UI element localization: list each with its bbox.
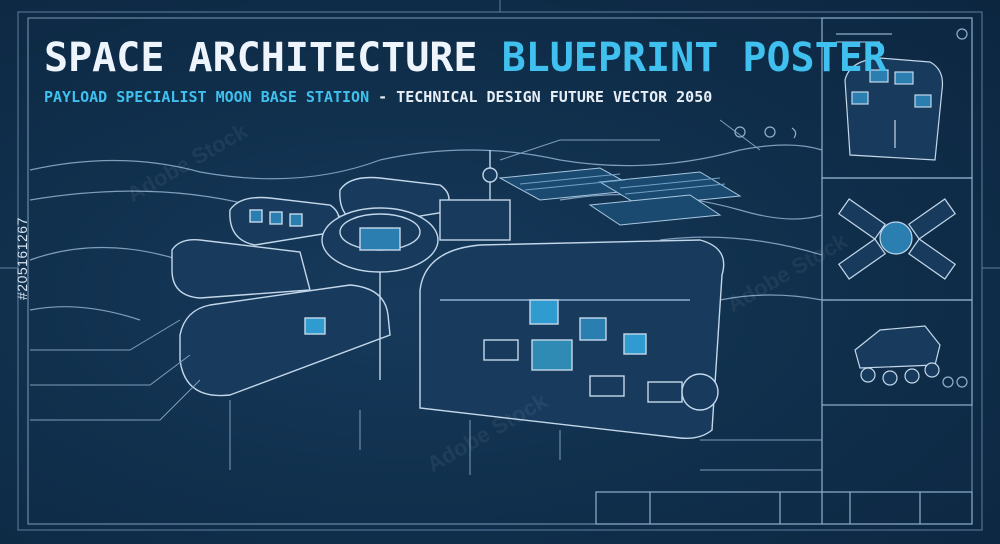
lunar-rover [854,325,941,386]
subtitle-rest: - TECHNICAL DESIGN FUTURE VECTOR 2050 [369,88,713,106]
callout-lines [30,119,822,475]
cross-hub-module [837,198,957,280]
poster-subtitle: PAYLOAD SPECIALIST MOON BASE STATION - T… [44,88,814,106]
operator-console [844,57,944,161]
subtitle-accent: PAYLOAD SPECIALIST MOON BASE STATION [44,88,370,106]
title-main: SPACE ARCHITECTURE [44,35,502,81]
title-block [595,491,973,525]
poster-title: SPACE ARCHITECTURE BLUEPRINT POSTER [44,30,887,86]
title-accent: BLUEPRINT POSTER [501,35,887,81]
solar-array [498,167,742,226]
stock-id: #205161267 [14,217,30,300]
side-panel-frame [821,17,973,524]
poster-heading: SPACE ARCHITECTURE BLUEPRINT POSTER PAYL… [44,30,887,106]
corner-icons [734,28,968,388]
base-modules [171,150,725,440]
